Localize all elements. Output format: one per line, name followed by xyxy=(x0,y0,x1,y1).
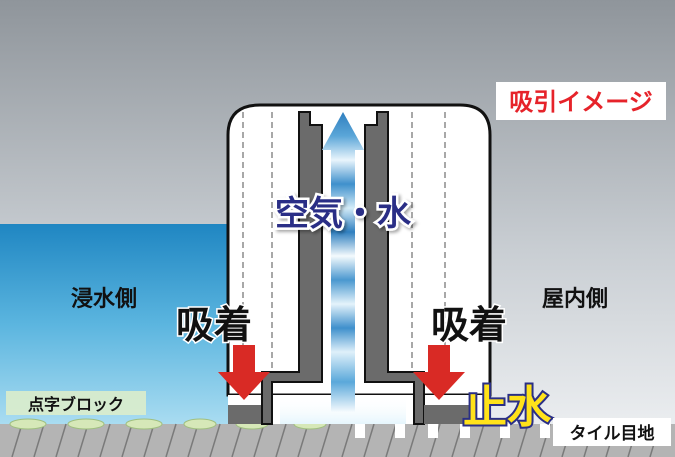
ground-hatching xyxy=(11,423,661,457)
dashed-guides xyxy=(242,112,446,378)
tile-joint-label: タイル目地 xyxy=(570,423,655,444)
suction-arrow-right-icon xyxy=(413,345,465,400)
flow-label: 空気・水 xyxy=(275,194,412,234)
indoor-side-label: 屋内側 xyxy=(542,287,608,312)
stop-water-label: 止水 xyxy=(463,382,552,433)
braille-label-box xyxy=(6,391,146,415)
flood-water xyxy=(0,224,228,424)
left-pipe-wall xyxy=(261,111,323,425)
tile-joint-notches xyxy=(355,424,550,438)
flow-arrow xyxy=(322,112,364,412)
title-label: 吸引イメージ xyxy=(509,88,653,116)
right-pipe-wall xyxy=(364,111,425,425)
braille-block-label: 点字ブロック xyxy=(28,395,124,414)
title-box xyxy=(496,82,666,120)
suction-body xyxy=(226,103,492,397)
suction-arrow-left-icon xyxy=(218,345,270,400)
suction-label-left: 吸着 xyxy=(176,303,252,347)
tile-joint-label-box xyxy=(553,418,671,446)
flooded-side-label: 浸水側 xyxy=(71,287,137,312)
suction-label-right: 吸着 xyxy=(431,303,507,347)
right-seal-foot xyxy=(424,405,470,424)
left-seal-foot xyxy=(228,395,262,424)
